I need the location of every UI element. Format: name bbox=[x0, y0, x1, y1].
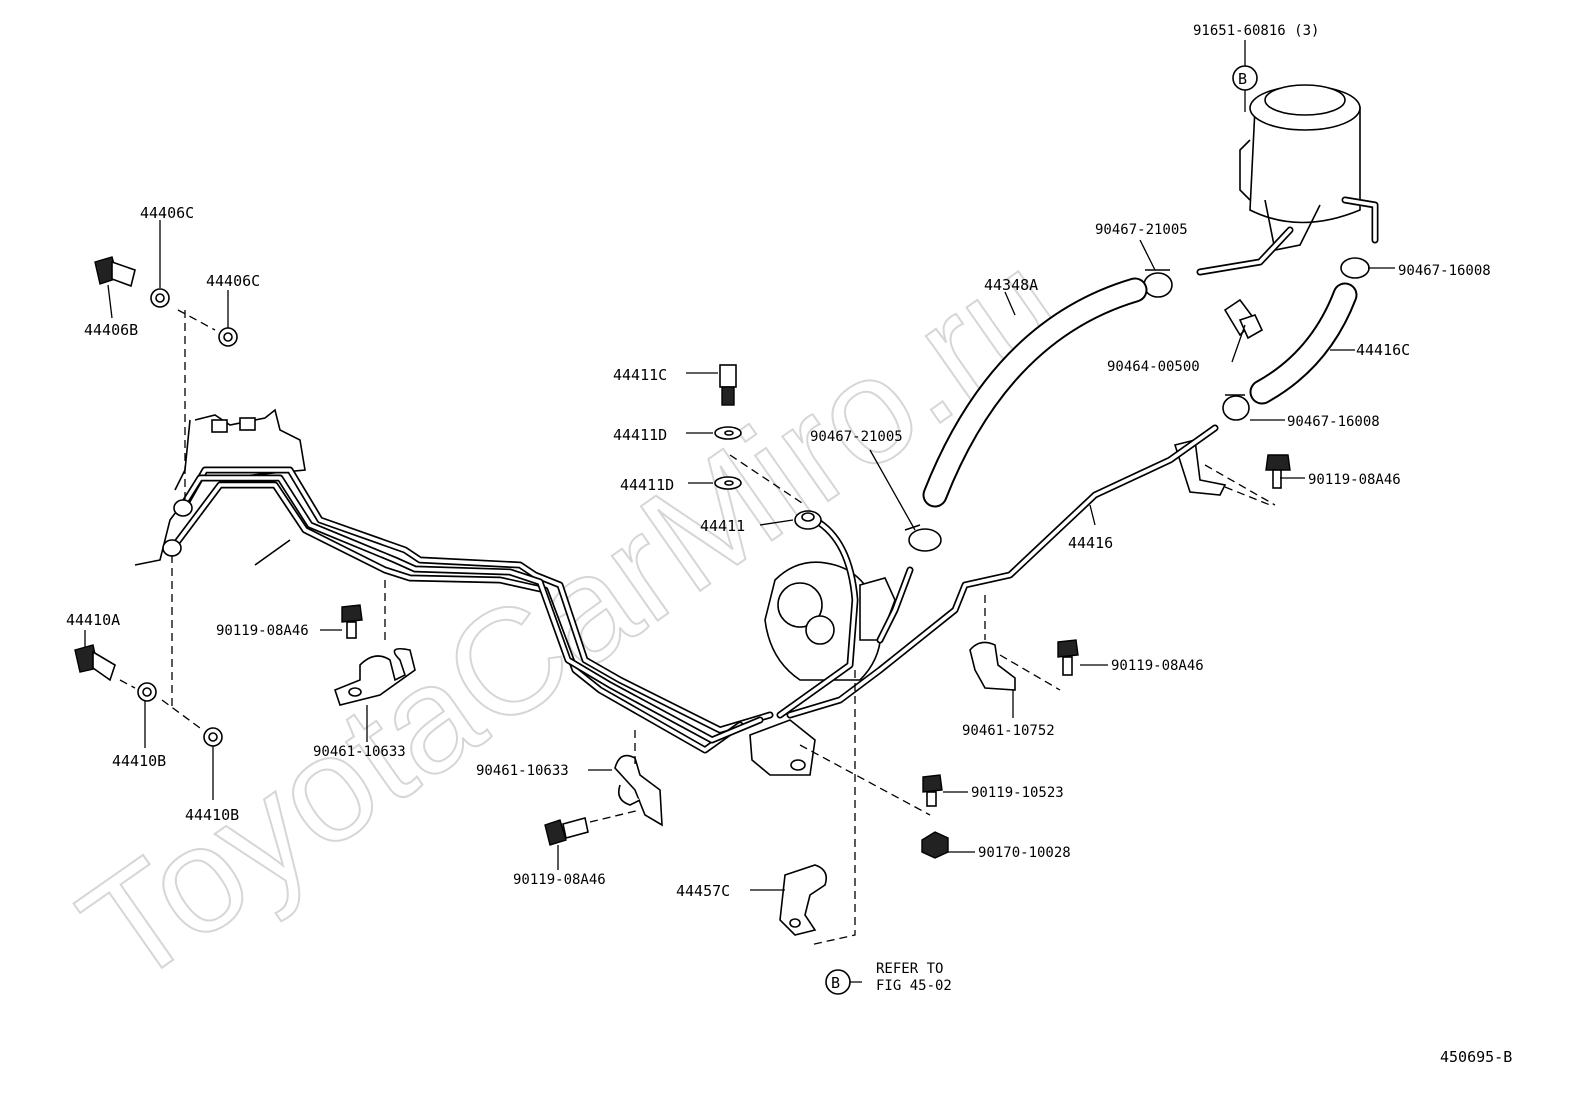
label-90461-10752: 90461-10752 bbox=[962, 723, 1055, 739]
label-44411: 44411 bbox=[700, 517, 745, 535]
refer-circle bbox=[825, 969, 851, 995]
clamp-90461-10633-lower[interactable] bbox=[614, 754, 663, 827]
label-44406B: 44406B bbox=[84, 321, 138, 339]
label-90119-10523: 90119-10523 bbox=[971, 785, 1064, 801]
refer-circle-letter: B bbox=[831, 974, 840, 992]
label-44457C: 44457C bbox=[676, 882, 730, 900]
clamp-90461-10752[interactable] bbox=[969, 641, 1016, 691]
reservoir-tank[interactable] bbox=[1196, 84, 1379, 276]
clamp-90461-10633-upper[interactable] bbox=[334, 647, 416, 706]
bracket-44457C[interactable] bbox=[779, 864, 828, 936]
diagram-id: 450695-B bbox=[1440, 1048, 1512, 1066]
refer-note-line2: FIG 45-02 bbox=[876, 978, 952, 994]
label-90461-10633-upper: 90461-10633 bbox=[313, 744, 406, 760]
label-90467-16008-mid: 90467-16008 bbox=[1287, 414, 1380, 430]
reservoir-ref-letter: B bbox=[1238, 70, 1247, 88]
label-90461-10633-lower: 90461-10633 bbox=[476, 763, 569, 779]
refer-note-line1: REFER TO bbox=[876, 961, 943, 977]
clamp-90464-00500[interactable] bbox=[1223, 298, 1264, 340]
union-bolt-44410A[interactable] bbox=[74, 644, 116, 682]
label-44411C: 44411C bbox=[613, 366, 667, 384]
label-44416: 44416 bbox=[1068, 534, 1113, 552]
label-90119-08A46-right: 90119-08A46 bbox=[1308, 472, 1401, 488]
line-fitting-lower bbox=[162, 539, 182, 557]
label-90170-10028: 90170-10028 bbox=[978, 845, 1071, 861]
bolt-90119-08A46-left[interactable] bbox=[341, 604, 363, 639]
clamp-90467-16008-top[interactable] bbox=[1340, 257, 1370, 279]
label-90467-21005-top: 90467-21005 bbox=[1095, 222, 1188, 238]
label-44410B-b: 44410B bbox=[185, 806, 239, 824]
union-bolt-44406B[interactable] bbox=[94, 256, 136, 288]
clamp-90467-16008-mid[interactable] bbox=[1222, 394, 1250, 421]
label-91651-60816: 91651-60816 (3) bbox=[1193, 23, 1319, 39]
label-44410B-a: 44410B bbox=[112, 752, 166, 770]
power-steering-pump[interactable] bbox=[749, 561, 896, 776]
label-90119-08A46-mid: 90119-08A46 bbox=[1111, 658, 1204, 674]
label-44406C-b: 44406C bbox=[206, 272, 260, 290]
label-90467-21005-mid: 90467-21005 bbox=[810, 429, 903, 445]
label-44410A: 44410A bbox=[66, 611, 120, 629]
label-44411D-a: 44411D bbox=[613, 426, 667, 444]
bolt-90119-08A46-mid[interactable] bbox=[1057, 639, 1079, 676]
label-44348A: 44348A bbox=[984, 276, 1038, 294]
nut-90170-10028[interactable] bbox=[921, 831, 949, 859]
bolt-90119-08A46-bottom[interactable] bbox=[544, 817, 589, 846]
union-bolt-44411[interactable] bbox=[794, 510, 822, 530]
label-44416C: 44416C bbox=[1356, 341, 1410, 359]
label-44411D-b: 44411D bbox=[620, 476, 674, 494]
label-90464-00500: 90464-00500 bbox=[1107, 359, 1200, 375]
line-fitting-upper bbox=[173, 499, 193, 517]
bolt-90119-08A46-right[interactable] bbox=[1265, 454, 1291, 489]
fitting-44411C[interactable] bbox=[719, 364, 737, 406]
label-90119-08A46-left: 90119-08A46 bbox=[216, 623, 309, 639]
steering-gear-housing bbox=[134, 408, 306, 566]
label-90467-16008-top: 90467-16008 bbox=[1398, 263, 1491, 279]
clamp-90467-21005-mid[interactable] bbox=[904, 524, 942, 552]
bolt-90119-10523[interactable] bbox=[922, 774, 943, 807]
label-90119-08A46-bottom: 90119-08A46 bbox=[513, 872, 606, 888]
clamp-90467-21005-top[interactable] bbox=[1143, 269, 1173, 298]
label-44406C-a: 44406C bbox=[140, 204, 194, 222]
